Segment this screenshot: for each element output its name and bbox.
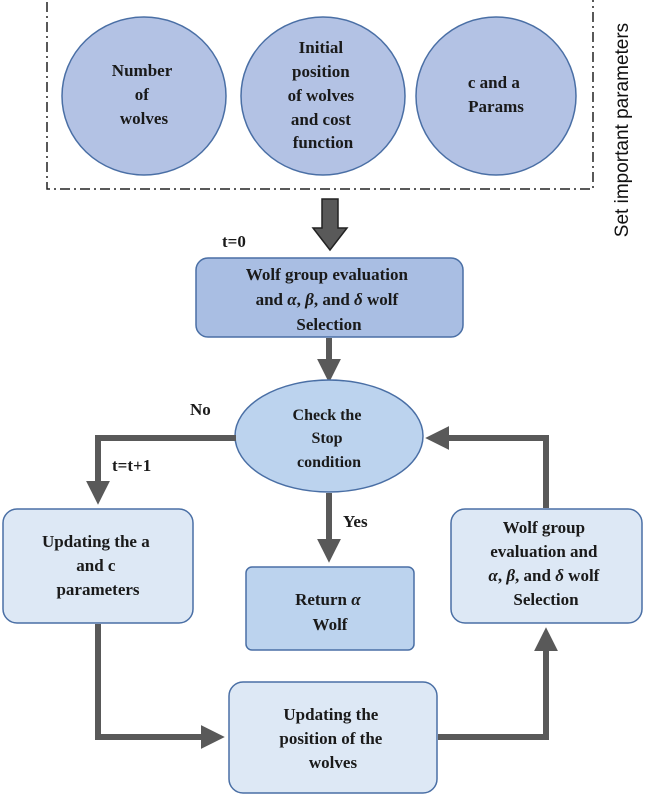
- svg-text:Wolf group evaluation an: Wolf group evaluation and α, β, and δ wo…: [246, 265, 412, 334]
- node-text-part: and: [256, 290, 288, 309]
- param-circle-line: Params: [468, 97, 524, 116]
- node-line: and c: [76, 556, 116, 575]
- node-text-part: , and: [314, 290, 354, 309]
- label-yes: Yes: [343, 512, 368, 531]
- node-line: Wolf group evaluation: [246, 265, 409, 284]
- beta-symbol: β: [505, 566, 515, 585]
- node-line: wolves: [309, 753, 358, 772]
- param-circle-line: position: [292, 62, 350, 81]
- svg-text:Updating the position of: Updating the position of the wolves: [279, 705, 386, 772]
- node-line: Check the: [293, 407, 362, 424]
- param-circle-line: wolves: [120, 109, 169, 128]
- node-wolf-group-evaluation: Wolf group evaluation and α, β, and δ wo…: [195, 257, 464, 338]
- param-circle-line: Number: [112, 61, 173, 80]
- arrow-no-branch: [86, 435, 236, 505]
- param-circle-initial-position: Initial position of wolves and cost func…: [240, 16, 406, 176]
- param-circle-line: of wolves: [288, 86, 355, 105]
- node-line: Return α: [295, 590, 361, 609]
- param-circle-line: function: [293, 133, 354, 152]
- node-line: condition: [297, 454, 361, 471]
- node-line: Updating the: [283, 705, 378, 724]
- delta-symbol: δ: [354, 290, 363, 309]
- alpha-symbol: α: [287, 290, 297, 309]
- label-t-increment: t=t+1: [112, 456, 151, 475]
- params-group-border: [46, 0, 594, 190]
- param-circle-number-of-wolves: Number of wolves: [61, 16, 227, 176]
- alpha-symbol: α: [351, 590, 361, 609]
- node-line: Selection: [513, 590, 579, 609]
- param-circle-line: c and a: [468, 73, 520, 92]
- alpha-symbol: α: [488, 566, 498, 585]
- svg-text:Wolf group evaluation an: Wolf group evaluation and α, β, and δ wo…: [488, 518, 603, 609]
- node-wolf-group-evaluation-loop: Wolf group evaluation and α, β, and δ wo…: [450, 508, 643, 624]
- node-updating-a-c-parameters: Updating the a and c parameters: [2, 508, 194, 624]
- svg-text:c and a Params: c and a Params: [468, 73, 524, 116]
- node-check-stop-condition: Check the Stop condition: [234, 379, 424, 493]
- param-circle-line: and cost: [291, 110, 351, 129]
- beta-symbol: β: [304, 290, 314, 309]
- node-line: α, β, and δ wolf: [488, 566, 599, 585]
- node-text-part: wolf: [363, 290, 399, 309]
- node-line: and α, β, and δ wolf: [256, 290, 399, 309]
- svg-text:Check the Stop con: Check the Stop condition: [293, 407, 366, 471]
- block-arrow-down: [311, 198, 349, 252]
- node-text-part: , and: [515, 566, 555, 585]
- label-t-zero: t=0: [222, 232, 246, 251]
- node-line: parameters: [56, 580, 139, 599]
- node-line: Wolf: [313, 615, 348, 634]
- param-circle-c-and-a: c and a Params: [415, 16, 577, 176]
- arrow-params-to-position: [95, 624, 225, 749]
- param-circle-line: of: [135, 85, 150, 104]
- node-text-part: ,: [498, 566, 507, 585]
- svg-text:Updating the a and c: Updating the a and c parameters: [42, 532, 154, 599]
- svg-text:Number of wolves: Number of wolves: [112, 61, 176, 128]
- arrow-position-to-eval: [438, 627, 558, 740]
- node-line: Stop: [311, 430, 342, 447]
- node-line: evaluation and: [490, 542, 598, 561]
- param-circle-line: Initial: [299, 38, 344, 57]
- svg-text:Return α Wolf: Return α Wolf: [295, 590, 365, 634]
- node-line: Selection: [296, 315, 362, 334]
- node-updating-position: Updating the position of the wolves: [228, 681, 438, 794]
- node-text-part: Return: [295, 590, 351, 609]
- svg-text:Initial position o: Initial position of wolves and cost func…: [288, 38, 359, 152]
- node-line: position of the: [279, 729, 382, 748]
- node-return-alpha-wolf: Return α Wolf: [245, 566, 415, 651]
- arrow-loop-back: [425, 426, 549, 508]
- node-line: Wolf group: [503, 518, 585, 537]
- node-text-part: ,: [297, 290, 306, 309]
- node-line: Updating the a: [42, 532, 150, 551]
- delta-symbol: δ: [555, 566, 564, 585]
- label-no: No: [190, 400, 211, 419]
- node-text-part: wolf: [564, 566, 600, 585]
- params-group-label: Set important parameters: [612, 23, 633, 237]
